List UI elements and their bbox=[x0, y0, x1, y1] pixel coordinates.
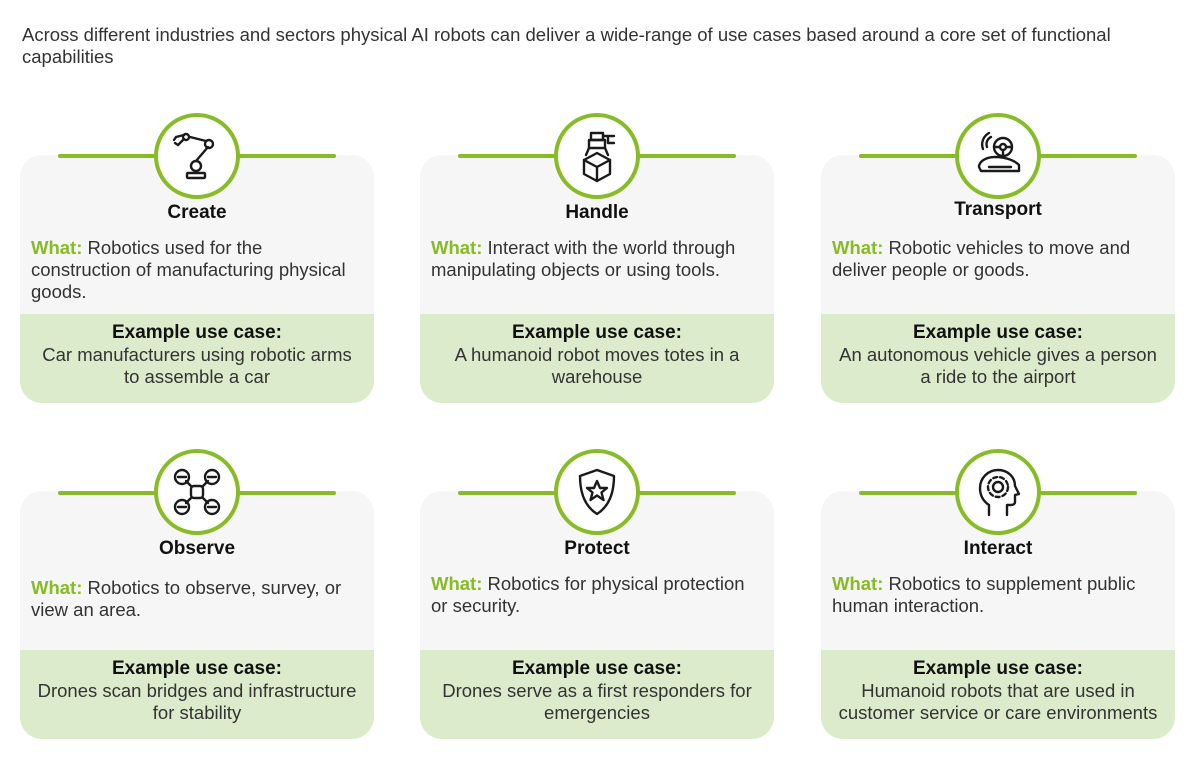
badge-create bbox=[154, 113, 240, 199]
what-description: Robotics used for the construction of ma… bbox=[31, 237, 346, 302]
card-what-text: What: Interact with the world through ma… bbox=[431, 237, 758, 281]
what-description: Robotics to observe, survey, or view an … bbox=[31, 577, 342, 620]
example-text: Car manufacturers using robotic arms to … bbox=[42, 344, 352, 387]
badge-transport bbox=[955, 113, 1041, 199]
card-what-text: What: Robotics to observe, survey, or vi… bbox=[31, 577, 358, 621]
what-label: What: bbox=[832, 237, 884, 258]
example-label: Example use case: bbox=[111, 322, 283, 343]
card-description: Protect What: Robotics for physical prot… bbox=[420, 491, 774, 650]
example-text: Drones scan bridges and infrastructure f… bbox=[37, 680, 357, 723]
drone-icon bbox=[173, 468, 221, 516]
what-label: What: bbox=[31, 577, 83, 598]
what-description: Robotics to supplement public human inte… bbox=[832, 573, 1136, 616]
card-what-text: What: Robotics used for the construction… bbox=[31, 237, 358, 303]
example-text: A humanoid robot moves totes in a wareho… bbox=[454, 344, 740, 387]
what-description: Robotics for physical protection or secu… bbox=[431, 573, 745, 616]
example-use-case: Example use case: Drones serve as a firs… bbox=[420, 650, 774, 739]
capability-card-interact: Interact What: Robotics to supplement pu… bbox=[821, 491, 1175, 739]
robot-arm-icon bbox=[172, 132, 215, 180]
card-description: Transport What: Robotic vehicles to move… bbox=[821, 155, 1175, 314]
card-title: Protect bbox=[564, 538, 630, 559]
card-description: Handle What: Interact with the world thr… bbox=[420, 155, 774, 314]
capability-card-observe: Observe What: Robotics to observe, surve… bbox=[20, 491, 374, 739]
card-what-text: What: Robotic vehicles to move and deliv… bbox=[832, 237, 1159, 281]
example-use-case: Example use case: A humanoid robot moves… bbox=[420, 314, 774, 403]
example-text: Humanoid robots that are used in custome… bbox=[838, 680, 1158, 723]
example-use-case: Example use case: Car manufacturers usin… bbox=[20, 314, 374, 403]
card-title: Create bbox=[167, 202, 227, 223]
what-label: What: bbox=[431, 237, 483, 258]
what-description: Robotic vehicles to move and deliver peo… bbox=[832, 237, 1131, 280]
card-title: Interact bbox=[963, 538, 1033, 559]
example-label: Example use case: bbox=[511, 658, 683, 679]
gripper-box-icon bbox=[582, 131, 616, 183]
card-description: Interact What: Robotics to supplement pu… bbox=[821, 491, 1175, 650]
card-description: Observe What: Robotics to observe, surve… bbox=[20, 491, 374, 650]
shield-star-icon bbox=[578, 468, 616, 516]
example-label: Example use case: bbox=[912, 658, 1084, 679]
example-use-case: Example use case: Drones scan bridges an… bbox=[20, 650, 374, 739]
example-use-case: Example use case: Humanoid robots that a… bbox=[821, 650, 1175, 739]
example-label: Example use case: bbox=[912, 322, 1084, 343]
what-label: What: bbox=[832, 573, 884, 594]
example-label: Example use case: bbox=[111, 658, 283, 679]
example-label: Example use case: bbox=[511, 322, 683, 343]
card-what-text: What: Robotics to supplement public huma… bbox=[832, 573, 1159, 617]
capability-card-handle: Handle What: Interact with the world thr… bbox=[420, 155, 774, 403]
capability-card-transport: Transport What: Robotic vehicles to move… bbox=[821, 155, 1175, 403]
badge-observe bbox=[154, 449, 240, 535]
card-title: Transport bbox=[954, 199, 1042, 220]
badge-protect bbox=[554, 449, 640, 535]
example-use-case: Example use case: An autonomous vehicle … bbox=[821, 314, 1175, 403]
badge-interact bbox=[955, 449, 1041, 535]
intro-text: Across different industries and sectors … bbox=[22, 24, 1111, 67]
head-gear-icon bbox=[978, 468, 1021, 517]
example-text: An autonomous vehicle gives a person a r… bbox=[839, 344, 1157, 387]
card-what-text: What: Robotics for physical protection o… bbox=[431, 573, 758, 617]
card-description: Create What: Robotics used for the const… bbox=[20, 155, 374, 314]
what-label: What: bbox=[31, 237, 83, 258]
card-title: Handle bbox=[565, 202, 629, 223]
capability-card-protect: Protect What: Robotics for physical prot… bbox=[420, 491, 774, 739]
badge-handle bbox=[554, 113, 640, 199]
card-title: Observe bbox=[158, 538, 236, 559]
example-text: Drones serve as a first responders for e… bbox=[442, 680, 752, 723]
autonomous-car-icon bbox=[977, 131, 1021, 173]
what-label: What: bbox=[431, 573, 483, 594]
what-description: Interact with the world through manipula… bbox=[431, 237, 736, 280]
